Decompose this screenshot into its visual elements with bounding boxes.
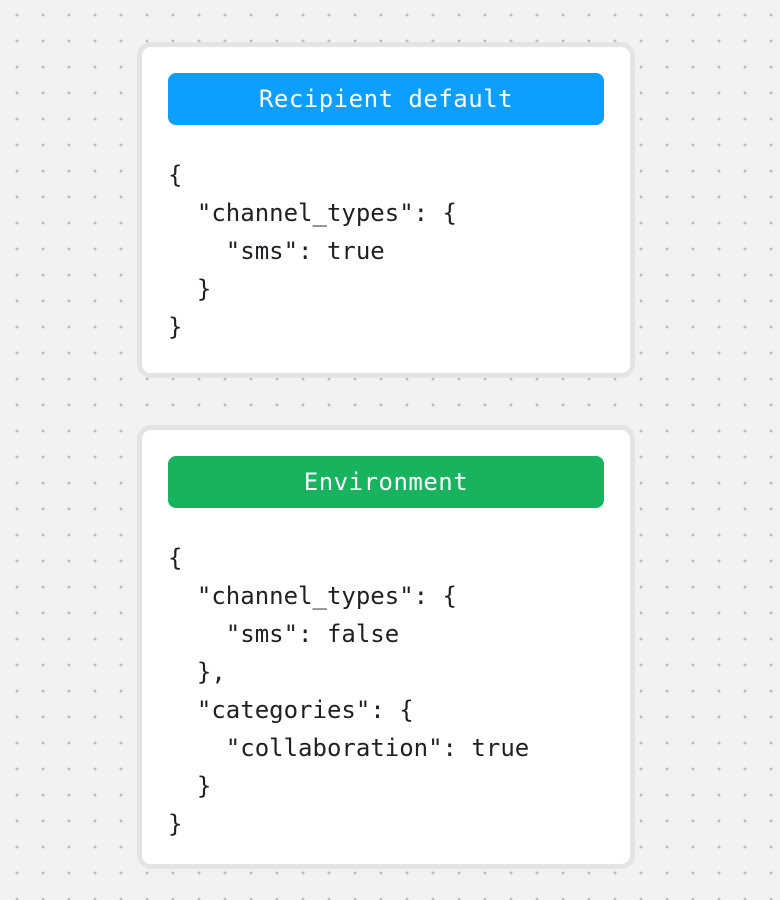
recipient-default-json-code: { "channel_types": { "sms": true } } <box>168 161 457 341</box>
recipient-default-badge: Recipient default <box>168 73 604 125</box>
environment-json-code: { "channel_types": { "sms": false }, "ca… <box>168 544 530 838</box>
environment-card: Environment { "channel_types": { "sms": … <box>137 425 635 869</box>
recipient-default-card: Recipient default { "channel_types": { "… <box>137 42 635 378</box>
environment-badge: Environment <box>168 456 604 508</box>
